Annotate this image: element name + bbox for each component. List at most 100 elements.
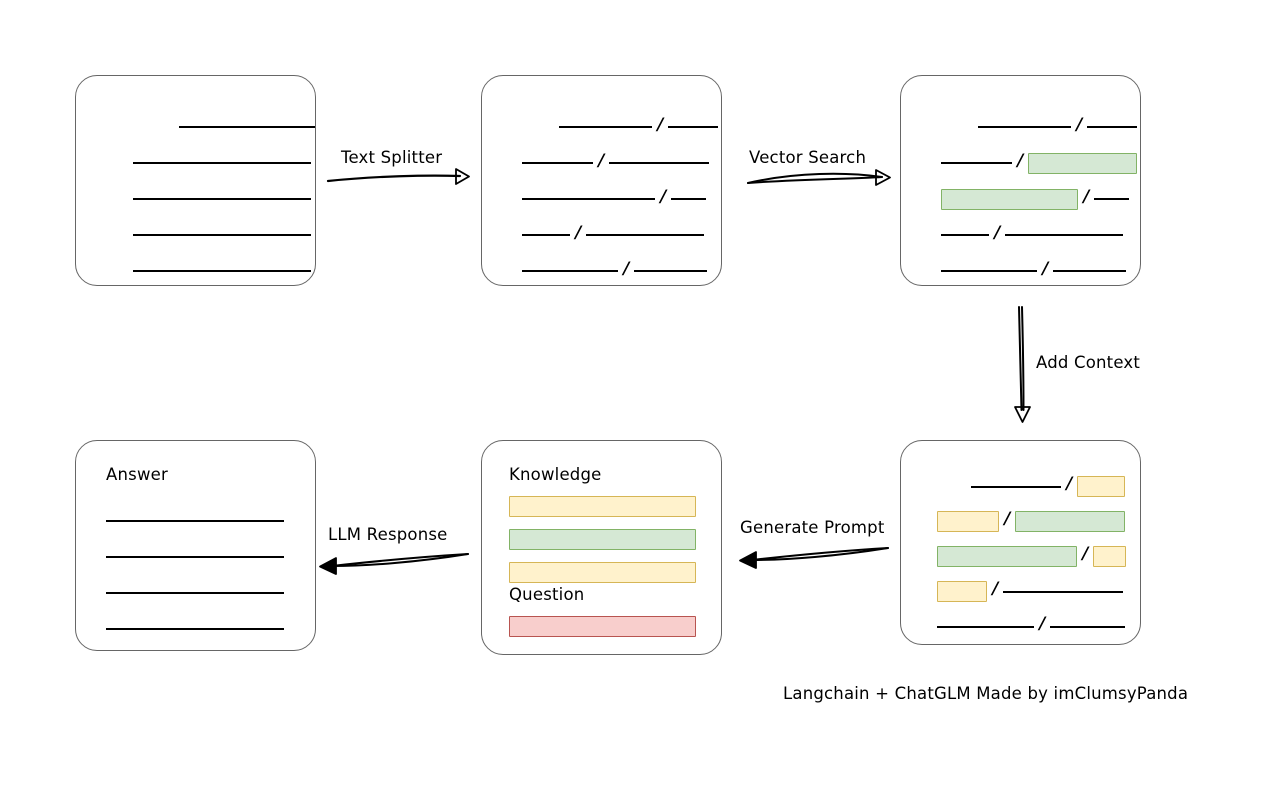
highlight-chip-green[interactable] xyxy=(941,188,1078,210)
text-line-segment xyxy=(668,126,719,128)
text-line-segment xyxy=(1003,590,1124,593)
arrow-llm-response xyxy=(319,553,469,575)
knowledge-bar-3[interactable] xyxy=(509,562,696,583)
source-document-row xyxy=(106,145,315,181)
highlight-chip-green[interactable] xyxy=(1028,152,1138,174)
context-chunks-row: / xyxy=(923,469,1140,504)
edge-label-vector-search: Vector Search xyxy=(749,148,867,167)
text-line-segment xyxy=(937,625,1034,628)
text-line-segment xyxy=(133,162,311,164)
context-chunks-row: / xyxy=(923,609,1140,644)
knowledge-bar-2[interactable] xyxy=(509,529,696,550)
split-chunks-row: / xyxy=(504,217,721,253)
matched-chunks-lines: ///// xyxy=(923,109,1140,289)
matched-chunks-row: / xyxy=(923,217,1140,253)
text-line-segment xyxy=(586,234,705,236)
answer-row xyxy=(106,575,315,611)
arrow-text-splitter xyxy=(326,168,470,185)
chunk-separator-slash: / xyxy=(1083,186,1090,207)
context-chunks-row: / xyxy=(923,504,1140,539)
chunk-separator-slash: / xyxy=(1042,258,1049,279)
context-chunks-row: / xyxy=(923,574,1140,609)
matched-chunks-row: / xyxy=(923,145,1140,181)
footer-credit: Langchain + ChatGLM Made by imClumsyPand… xyxy=(783,684,1189,703)
node-source-document[interactable] xyxy=(75,75,316,286)
chunk-separator-slash: / xyxy=(660,186,667,207)
text-line-segment xyxy=(522,270,618,272)
text-line-segment xyxy=(106,592,284,594)
text-line-segment xyxy=(978,126,1071,128)
chunk-separator-slash: / xyxy=(1039,614,1046,634)
split-chunks-row: / xyxy=(504,181,721,217)
chunk-separator-slash: / xyxy=(575,222,582,243)
node-answer[interactable]: Answer xyxy=(75,440,316,651)
node-prompt[interactable]: Knowledge Question xyxy=(481,440,722,655)
chunk-separator-slash: / xyxy=(992,579,999,599)
split-chunks-row: / xyxy=(504,109,721,145)
text-line-segment xyxy=(522,162,593,164)
highlight-chip-yellow[interactable] xyxy=(1093,546,1127,567)
matched-chunks-row: / xyxy=(923,181,1140,217)
text-line-segment xyxy=(941,234,989,236)
knowledge-bar-1[interactable] xyxy=(509,496,696,517)
text-line-segment xyxy=(133,270,311,272)
text-line-segment xyxy=(106,556,284,558)
node-matched-chunks[interactable]: ///// xyxy=(900,75,1141,286)
text-line-segment xyxy=(1050,625,1126,628)
context-chunks-lines: ///// xyxy=(923,469,1140,644)
matched-chunks-row: / xyxy=(923,253,1140,289)
node-split-chunks[interactable]: / / / / / xyxy=(481,75,722,286)
text-line-segment xyxy=(179,126,315,128)
text-line-segment xyxy=(634,270,708,272)
text-line-segment xyxy=(1005,234,1124,236)
highlight-chip-green[interactable] xyxy=(1015,511,1126,532)
highlight-chip-yellow[interactable] xyxy=(1077,476,1126,497)
chunk-separator-slash: / xyxy=(657,114,664,135)
answer-heading: Answer xyxy=(106,465,168,484)
question-heading: Question xyxy=(509,585,585,604)
split-chunks-row: / xyxy=(504,253,721,289)
text-line-segment xyxy=(133,198,311,200)
knowledge-heading: Knowledge xyxy=(509,465,602,484)
source-document-lines xyxy=(106,109,315,289)
text-line-segment xyxy=(522,234,570,236)
highlight-chip-green[interactable] xyxy=(937,546,1077,567)
text-line-segment xyxy=(609,162,710,164)
node-context-chunks[interactable]: ///// xyxy=(900,440,1141,645)
source-document-row xyxy=(106,181,315,217)
chunk-separator-slash: / xyxy=(1017,150,1024,171)
answer-lines xyxy=(106,503,315,647)
answer-row xyxy=(106,539,315,575)
chunk-separator-slash: / xyxy=(598,150,605,171)
text-line-segment xyxy=(1094,198,1130,200)
answer-row xyxy=(106,503,315,539)
text-line-segment xyxy=(1087,126,1138,128)
edge-label-llm-response: LLM Response xyxy=(328,525,448,544)
chunk-separator-slash: / xyxy=(1004,509,1011,529)
edge-label-generate-prompt: Generate Prompt xyxy=(740,518,885,537)
question-bar-1[interactable] xyxy=(509,616,696,637)
text-line-segment xyxy=(522,198,655,200)
split-chunks-row: / xyxy=(504,145,721,181)
chunk-separator-slash: / xyxy=(1066,474,1073,494)
edge-label-add-context: Add Context xyxy=(1036,353,1141,372)
arrow-vector-search xyxy=(747,169,891,186)
source-document-row xyxy=(106,109,315,145)
text-line-segment xyxy=(1053,270,1127,272)
edge-label-text-splitter: Text Splitter xyxy=(341,148,443,167)
highlight-chip-yellow[interactable] xyxy=(937,581,987,602)
text-line-segment xyxy=(941,270,1037,272)
source-document-row xyxy=(106,217,315,253)
arrow-generate-prompt xyxy=(739,547,889,569)
text-line-segment xyxy=(106,520,284,522)
source-document-row xyxy=(106,253,315,289)
text-line-segment xyxy=(559,126,652,128)
arrow-add-context xyxy=(1014,306,1031,423)
text-line-segment xyxy=(133,234,311,236)
highlight-chip-yellow[interactable] xyxy=(937,511,999,532)
text-line-segment xyxy=(971,485,1061,488)
split-chunks-lines: / / / / / xyxy=(504,109,721,289)
chunk-separator-slash: / xyxy=(994,222,1001,243)
chunk-separator-slash: / xyxy=(623,258,630,279)
